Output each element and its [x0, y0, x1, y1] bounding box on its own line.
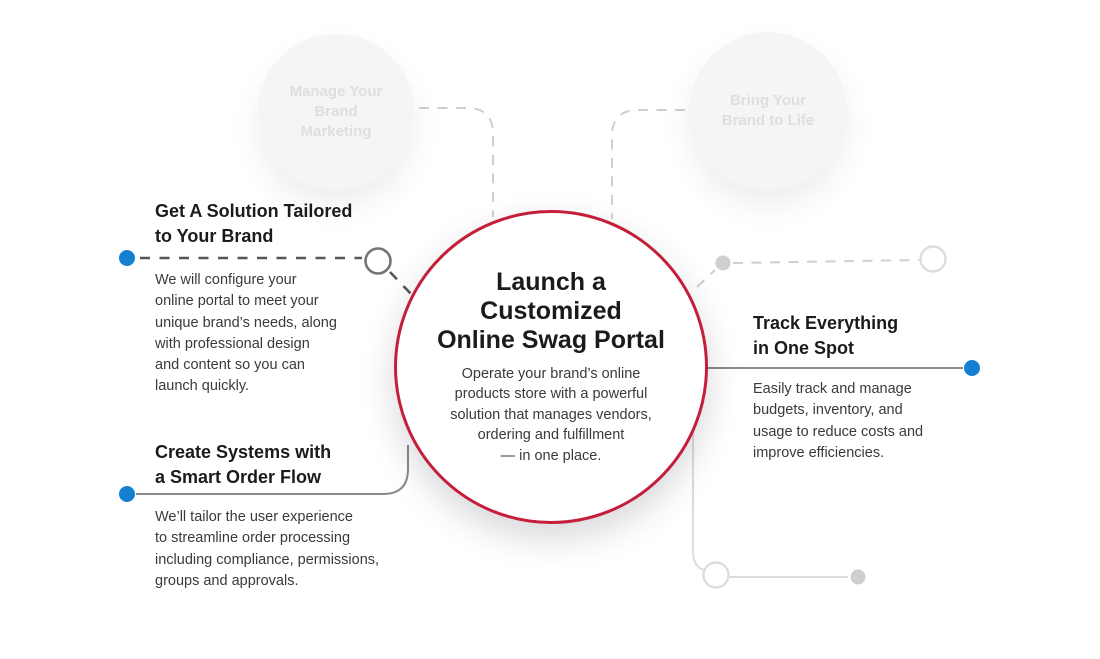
item-order-flow-title-block: Create Systems with a Smart Order Flow	[155, 440, 415, 489]
ring-node-faded-right	[919, 245, 947, 273]
node-bring-brand-to-life: Bring Your Brand to Life	[689, 32, 847, 190]
center-node: Launch a Customized Online Swag Portal O…	[402, 218, 700, 516]
item-track-title: Track Everything in One Spot	[753, 313, 899, 358]
dashed-slant-tailored	[389, 271, 413, 296]
dashed-slant-faded-right	[696, 269, 716, 288]
item-tailored-body: We will configure your online portal to …	[155, 272, 337, 395]
blue-dot-tailored	[119, 250, 135, 266]
ring-node-tailored	[364, 247, 392, 275]
node-manage-brand-marketing: Manage Your Brand Marketing	[258, 34, 414, 190]
item-order-flow-title: Create Systems with a Smart Order Flow	[155, 442, 332, 487]
connector-manage-marketing	[419, 107, 494, 217]
item-track-body: Easily track and manage budgets, invento…	[753, 381, 924, 461]
gray-dot-faded-bottom	[850, 569, 866, 585]
item-track-title-block: Track Everything in One Spot	[753, 311, 993, 360]
center-title: Launch a Customized Online Swag Portal	[437, 267, 665, 354]
line-faded-bottom	[692, 429, 705, 571]
item-order-flow-body: We’ll tailor the user experience to stre…	[155, 509, 380, 589]
blue-dot-order-flow	[119, 486, 135, 502]
node-manage-brand-marketing-label: Manage Your Brand Marketing	[289, 83, 383, 140]
center-node-ring	[394, 210, 708, 524]
line-order-flow	[136, 445, 409, 495]
ring-node-faded-bottom	[702, 561, 730, 589]
dashed-line-faded-right	[732, 259, 920, 264]
connector-bring-brand	[611, 109, 685, 219]
gray-dot-faded-right	[715, 255, 731, 271]
item-tailored-title-block: Get A Solution Tailored to Your Brand	[155, 199, 415, 248]
node-bring-brand-to-life-label: Bring Your Brand to Life	[721, 92, 815, 129]
blue-dot-track	[964, 360, 980, 376]
center-body: Operate your brand’s online products sto…	[450, 365, 652, 464]
item-tailored-title: Get A Solution Tailored to Your Brand	[155, 201, 353, 246]
